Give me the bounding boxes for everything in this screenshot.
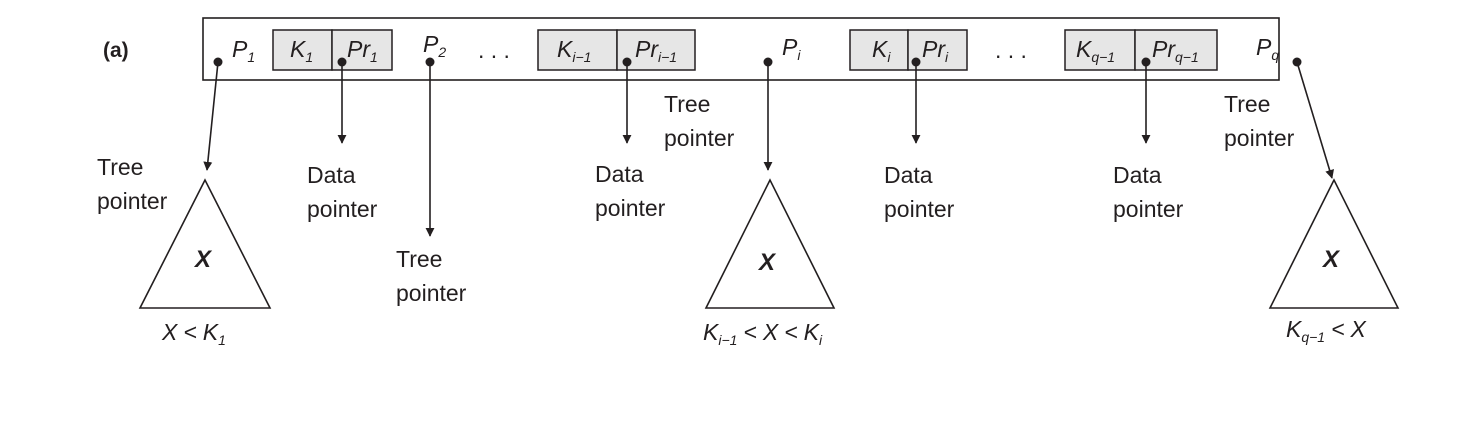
ellipsis-2: . . .	[995, 37, 1027, 63]
tree-pointer-label-4b: pointer	[1224, 125, 1295, 151]
pointer-arrows	[203, 61, 1334, 237]
subtree-symbol: X	[193, 246, 213, 273]
arrow-pq	[1296, 61, 1334, 179]
data-pointer-label-4b: pointer	[1113, 196, 1184, 222]
tree-pointer-label-1b: pointer	[97, 188, 168, 214]
subtree-symbol: X	[757, 249, 777, 276]
ellipsis-1: . . .	[478, 37, 510, 63]
tree-pointer-label-3b: pointer	[664, 125, 735, 151]
label-ki: Ki	[872, 36, 891, 65]
pointer-annotations: Tree pointer Data pointer Tree pointer D…	[97, 91, 1295, 306]
data-pointer-label-3a: Data	[884, 162, 933, 188]
subtree-condition: X<K1	[161, 319, 226, 348]
subtree-condition: Ki−1<X<Ki	[703, 319, 823, 348]
cell-kq-1	[1064, 29, 1136, 71]
cell-k1	[272, 29, 333, 71]
label-pr1: Pr1	[347, 36, 378, 65]
data-pointer-label-4a: Data	[1113, 162, 1162, 188]
data-pointer-label-1a: Data	[307, 162, 356, 188]
node-outer-box	[202, 17, 1280, 81]
cell-ki	[849, 29, 909, 71]
subtree-symbol: X	[1321, 246, 1341, 273]
subtree-left: X X<K1	[138, 178, 272, 348]
label-p2: P2	[423, 31, 446, 60]
label-k1: K1	[290, 36, 313, 65]
tree-pointer-label-2b: pointer	[396, 280, 467, 306]
label-pq: Pq	[1256, 34, 1279, 63]
panel-label: (a)	[103, 39, 129, 62]
label-p1: P1	[232, 36, 255, 65]
subtree-condition: Kq−1<X	[1286, 316, 1368, 345]
data-pointer-label-2a: Data	[595, 161, 644, 187]
subtree-middle: X Ki−1<X<Ki	[703, 178, 836, 348]
tree-pointer-label-1a: Tree	[97, 154, 143, 180]
key-cells	[272, 29, 1218, 71]
cell-pri-1	[616, 29, 696, 71]
data-pointer-label-3b: pointer	[884, 196, 955, 222]
tree-pointer-label-3a: Tree	[664, 91, 710, 117]
label-ki-1: Ki−1	[557, 36, 591, 65]
subtree-triangle	[704, 178, 836, 309]
data-pointer-label-2b: pointer	[595, 195, 666, 221]
tree-pointer-label-2a: Tree	[396, 246, 442, 272]
label-pri-1: Pri−1	[635, 36, 677, 65]
label-pri: Pri	[922, 36, 949, 65]
subtree-right: X Kq−1<X	[1268, 178, 1400, 345]
data-pointer-label-1b: pointer	[307, 196, 378, 222]
arrow-p1	[203, 61, 219, 171]
label-pi: Pi	[782, 34, 801, 63]
tree-pointer-label-4a: Tree	[1224, 91, 1270, 117]
node-labels: P1 K1 Pr1 P2 . . . Ki−1 Pri−1 Pi Ki Pri …	[232, 31, 1279, 65]
label-prq-1: Prq−1	[1152, 36, 1199, 65]
subtree-triangle	[1268, 178, 1400, 309]
subtree-triangle	[138, 178, 272, 309]
label-kq-1: Kq−1	[1076, 36, 1115, 65]
